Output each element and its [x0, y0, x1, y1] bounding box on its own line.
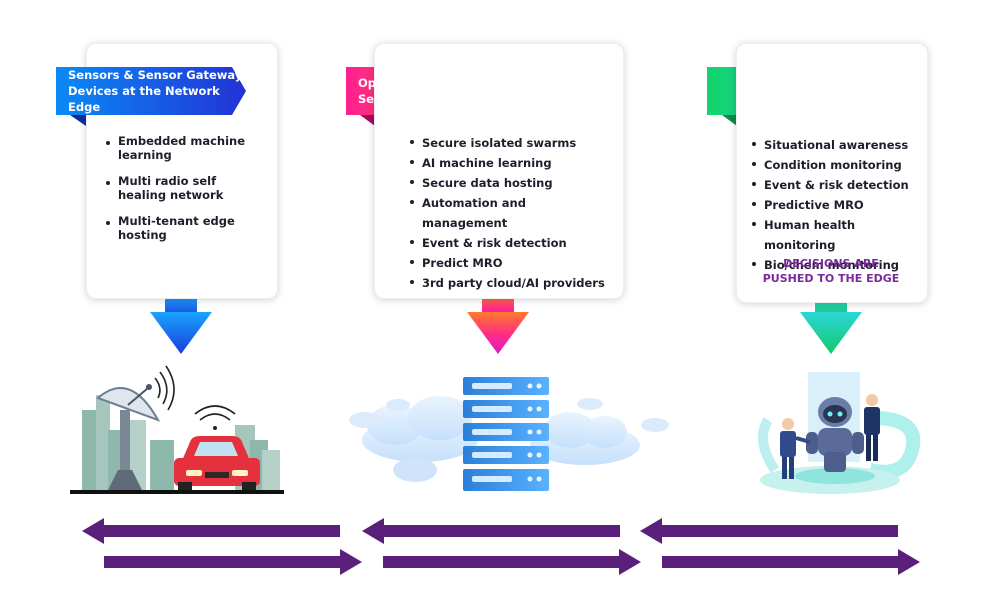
left-flow-arrow-icon	[362, 518, 620, 544]
down-arrow-icon	[150, 296, 212, 354]
list-item: Secure isolated swarms	[410, 133, 610, 153]
list-item: 3rd party cloud/AI providers	[410, 273, 610, 293]
list-item: Event & risk detection	[410, 233, 610, 253]
edge-sensors-title-line2: Devices at the Network Edge	[68, 84, 220, 114]
list-item: Situational awareness	[752, 135, 924, 155]
left-flow-arrow-icon	[640, 518, 898, 544]
down-arrow-icon	[800, 296, 862, 354]
edge-sensors-list: Embedded machine learning Multi radio se…	[106, 134, 266, 242]
right-flow-arrow-icon	[383, 549, 641, 575]
list-item: Bio/chem monitoring	[752, 255, 924, 275]
right-flow-arrow-icon	[104, 549, 362, 575]
list-item: Human health monitoring	[752, 215, 924, 255]
list-item: Automation and management	[410, 193, 610, 233]
decisions-pushed-note: DECISIONS ARE PUSHED TO THE EDGE	[762, 257, 900, 285]
list-item: Embedded machine learning	[106, 134, 266, 162]
right-flow-arrow-icon	[662, 549, 920, 575]
list-item: Predictive MRO	[752, 195, 924, 215]
list-item: Multi-tenant edge hosting	[106, 214, 266, 242]
edge-sensors-title-line1: Sensors & Sensor Gateway	[68, 68, 243, 82]
decision-support-card	[736, 43, 928, 303]
decision-support-banner: Decision Support	[707, 67, 894, 115]
list-item: Multi radio self healing network	[106, 174, 266, 202]
satellite-car-illustration	[70, 365, 284, 494]
flow-arrows	[82, 518, 920, 575]
list-item: AI machine learning	[410, 153, 610, 173]
decision-support-title: Decision Support	[737, 84, 848, 98]
list-item: Secure data hosting	[410, 173, 610, 193]
edge-sensors-banner: Sensors & Sensor Gateway Devices at the …	[56, 67, 246, 115]
server-cloud-illustration	[349, 377, 669, 491]
cluster-server-card	[374, 43, 624, 299]
left-flow-arrow-icon	[82, 518, 340, 544]
list-item: Predict MRO	[410, 253, 610, 273]
cluster-server-list: Secure isolated swarms AI machine learni…	[410, 133, 610, 293]
cluster-server-title: Open Cluster Network Server	[358, 76, 502, 106]
robot-businessmen-illustration	[757, 372, 921, 494]
list-item: Event & risk detection	[752, 175, 924, 195]
cluster-server-banner: Open Cluster Network Server	[346, 67, 532, 115]
down-arrow-icon	[467, 296, 529, 354]
list-item: Condition monitoring	[752, 155, 924, 175]
decision-support-list: Situational awareness Condition monitori…	[752, 135, 924, 275]
